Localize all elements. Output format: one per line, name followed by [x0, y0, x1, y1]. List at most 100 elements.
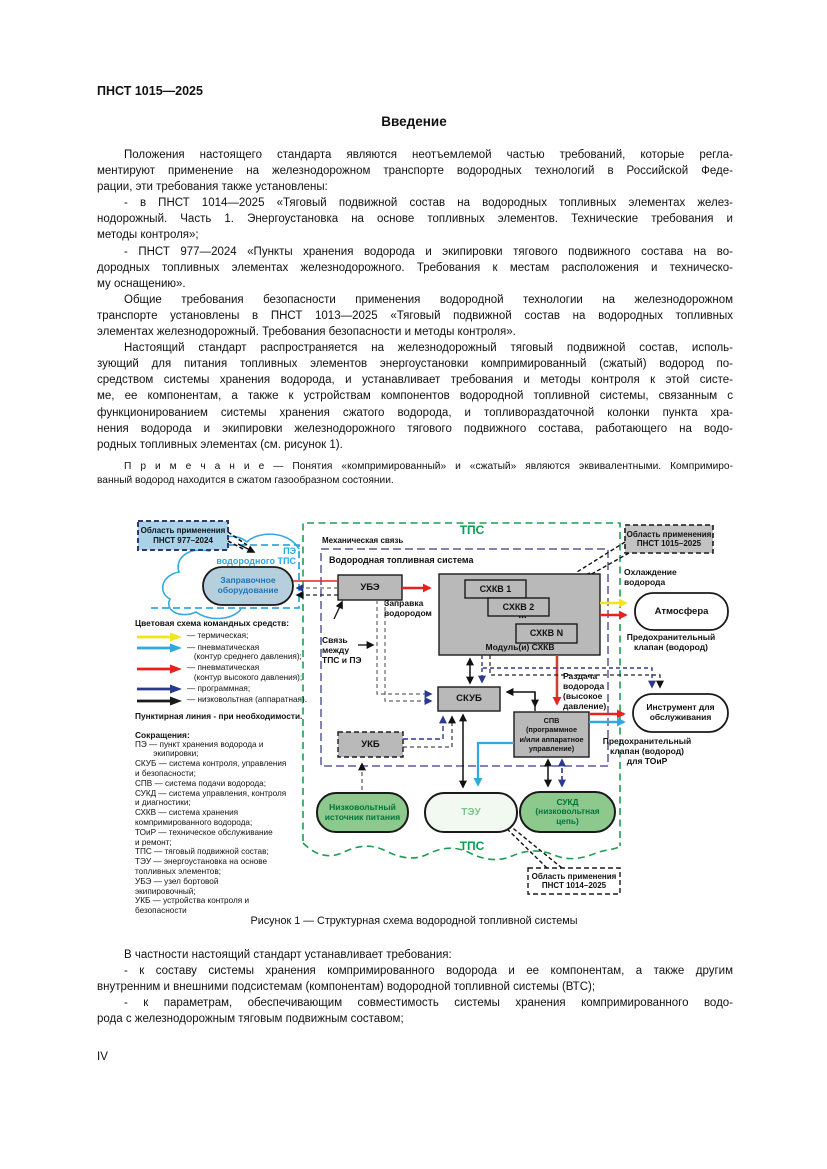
sxkv-module-label: Модуль(и) СХКВ [485, 642, 555, 652]
abbreviation-line: СКУБ — система контроля, управления [135, 759, 287, 769]
h2-cooling-label: Охлаждение водорода [624, 567, 677, 587]
diagram-artwork [137, 520, 729, 895]
scope-boxes [137, 520, 714, 895]
abbreviation-line: топливных элементов; [135, 867, 221, 877]
flow-arrows [293, 580, 664, 790]
text-line: рации, эти требования также установлены: [97, 181, 328, 194]
refueling-label: Заправка водородом [384, 598, 432, 618]
text-line: внутренним и внешними подсистемам (компо… [97, 981, 596, 994]
abbreviation-line: СУКД — система управления, контроля [135, 788, 287, 798]
abbreviation-line: экипировочный; [135, 886, 196, 896]
text-line: транспорте установлены в ПНСТ 1013—2025 … [97, 309, 733, 322]
relief-valve-toir-label: Предохранительный клапан (водород) для Т… [602, 736, 692, 766]
legend-arrow-icon [137, 643, 182, 653]
text-line: рода с железнодорожным тяговым подвижным… [97, 1013, 404, 1026]
legend-rows: — термическая;— пневматическая (контур с… [135, 631, 307, 706]
document-header: ПНСТ 1015—2025 [97, 84, 203, 98]
page-number: IV [97, 1051, 108, 1063]
text-line: нения водорода и экипировки железнодорож… [97, 422, 733, 435]
text-line: нодорожный. Часть 1. Энергоустановка на … [97, 213, 733, 226]
abbreviation-line: безопасности [135, 906, 187, 916]
abbreviation-line: ТПС — тяговый подвижной состав; [135, 847, 269, 857]
legend-note: Пунктирная линия - при необходимости. [135, 710, 303, 721]
legend-arrow-icon [137, 684, 182, 694]
tps-region-border [302, 522, 621, 861]
legend-item: — пневматическая (контур высокого давлен… [135, 663, 307, 683]
sxkvn-box-label: СХКВ N [529, 628, 564, 639]
skub-box-label: СКУБ [456, 693, 482, 705]
cloud-outline [161, 533, 300, 620]
sukd-label: СУКД (низковольтная цепь) [535, 796, 600, 826]
text-line: - к параметрам, обеспечивающим совместим… [124, 997, 733, 1010]
abbreviation-line: и ремонт; [135, 837, 172, 847]
h2-dispense-label: Раздача водорода (высокое давление) [563, 671, 607, 711]
diagram-legend: Цветовая схема командных средств: — терм… [135, 618, 307, 916]
legend-item-label: — программная; [187, 683, 251, 693]
service-tool-label: Инструмент для обслуживания [646, 702, 715, 722]
abbreviation-line: СХКВ — система хранения [135, 808, 239, 818]
abbreviations-title: Сокращения: [135, 729, 190, 740]
abbreviation-line: ТЭУ — энергоустановка на основе [135, 857, 268, 867]
abbreviation-line: ПЭ — пункт хранения водорода и [135, 739, 264, 749]
legend-arrow-icon [137, 632, 182, 641]
text-line: Настоящий стандарт распространяется на ж… [124, 342, 733, 355]
legend-arrow-icon [137, 664, 182, 674]
legend-title: Цветовая схема командных средств: [135, 618, 290, 628]
intro-text-block: Положения настоящего стандарта являются … [97, 147, 733, 487]
abbreviation-line: экипировки; [135, 749, 199, 759]
lv-source-label: Низковольтный источник питания [324, 801, 401, 822]
teu-label: ТЭУ [461, 806, 481, 818]
link-tps-pe-label: Связь между ТПС и ПЭ [322, 635, 362, 665]
abbreviation-line: компримированного водорода; [135, 818, 253, 828]
figure-1-diagram: Область применения ПНСТ 977–2024 Область… [0, 518, 827, 915]
sxkv1-box-label: СХКВ 1 [479, 583, 512, 594]
abbreviation-line: УБЭ — узел бортовой [135, 876, 219, 886]
mech-link-label: Механическая связь [322, 536, 404, 545]
text-line: - ПНСТ 977—2024 «Пункты хранения водород… [124, 245, 733, 258]
legend-item: — термическая; [135, 631, 307, 642]
abbreviation-line: и безопасности; [135, 769, 196, 779]
capsules [202, 566, 729, 833]
legend-item: — программная; [135, 684, 307, 695]
abbreviation-line: ТОиР — техническое обслуживание [135, 827, 273, 837]
text-line: средством системы хранения водорода, и у… [97, 374, 733, 387]
text-line: В частности настоящий стандарт устанавли… [124, 949, 452, 961]
pe-region-border [148, 533, 300, 620]
legend-item-label: — пневматическая (контур высокого давлен… [187, 663, 303, 682]
text-line: дородных топливных элементах железнодоро… [97, 261, 733, 274]
abbreviation-line: СПВ — система подачи водорода; [135, 778, 266, 788]
vts-label: Водородная топливная система [329, 555, 474, 565]
tps-bottom-label: ТПС [459, 839, 485, 853]
scope-1015-label: Область применения ПНСТ 1015–2025 [626, 529, 712, 548]
text-line: П р и м е ч а н и е — Понятия «компримир… [124, 460, 733, 472]
text-line: ментируют применение на железнодорожном … [97, 165, 733, 178]
pe-label: ПЭ водородного ТПС [216, 546, 296, 567]
atmosphere-label: Атмосфера [654, 605, 709, 617]
legend-arrow-icon [137, 696, 182, 706]
text-line: - к составу системы хранения компримиров… [124, 965, 733, 978]
abbreviation-line: и диагностики; [135, 798, 191, 808]
abbreviations-list: ПЭ — пункт хранения водорода и экипировк… [135, 740, 307, 916]
figure-caption: Рисунок 1 — Структурная схема водородной… [250, 915, 578, 927]
text-line: зующий для питания топливных элементов э… [97, 358, 733, 371]
tps-top-label: ТПС [459, 523, 485, 537]
legend-item-label: — низковольтная (аппаратная). [187, 695, 307, 705]
sxkv2-box-label: СХКВ 2 [502, 601, 535, 612]
sxkv-dots: ... [518, 610, 527, 621]
text-line: элементах железнодорожный. Требования бе… [97, 326, 516, 339]
ube-box-label: УБЭ [360, 581, 380, 593]
abbreviation-line: УКБ — устройства контроля и [135, 896, 250, 906]
spv-box-label: СПВ (программное и/или аппаратное управл… [519, 715, 584, 753]
scope-1014-label: Область применения ПНСТ 1014–2025 [531, 871, 617, 890]
relief-valve-label: Предохранительный клапан (водород) [626, 632, 716, 652]
refuel-equipment-label: Заправочное оборудование [217, 575, 279, 595]
legend-item-label: — пневматическая (контур среднего давлен… [187, 642, 302, 662]
legend-item: — низковольтная (аппаратная). [135, 695, 307, 706]
scope-977-label: Область применения ПНСТ 977–2024 [140, 526, 226, 545]
text-line: - в ПНСТ 1014—2025 «Тяговый подвижной со… [124, 197, 733, 210]
page-title: Введение [381, 114, 447, 129]
text-line: Общие требования безопасности применения… [124, 293, 733, 306]
legend-item: — пневматическая (контур среднего давлен… [135, 643, 307, 663]
text-line: Положения настоящего стандарта являются … [124, 149, 733, 161]
